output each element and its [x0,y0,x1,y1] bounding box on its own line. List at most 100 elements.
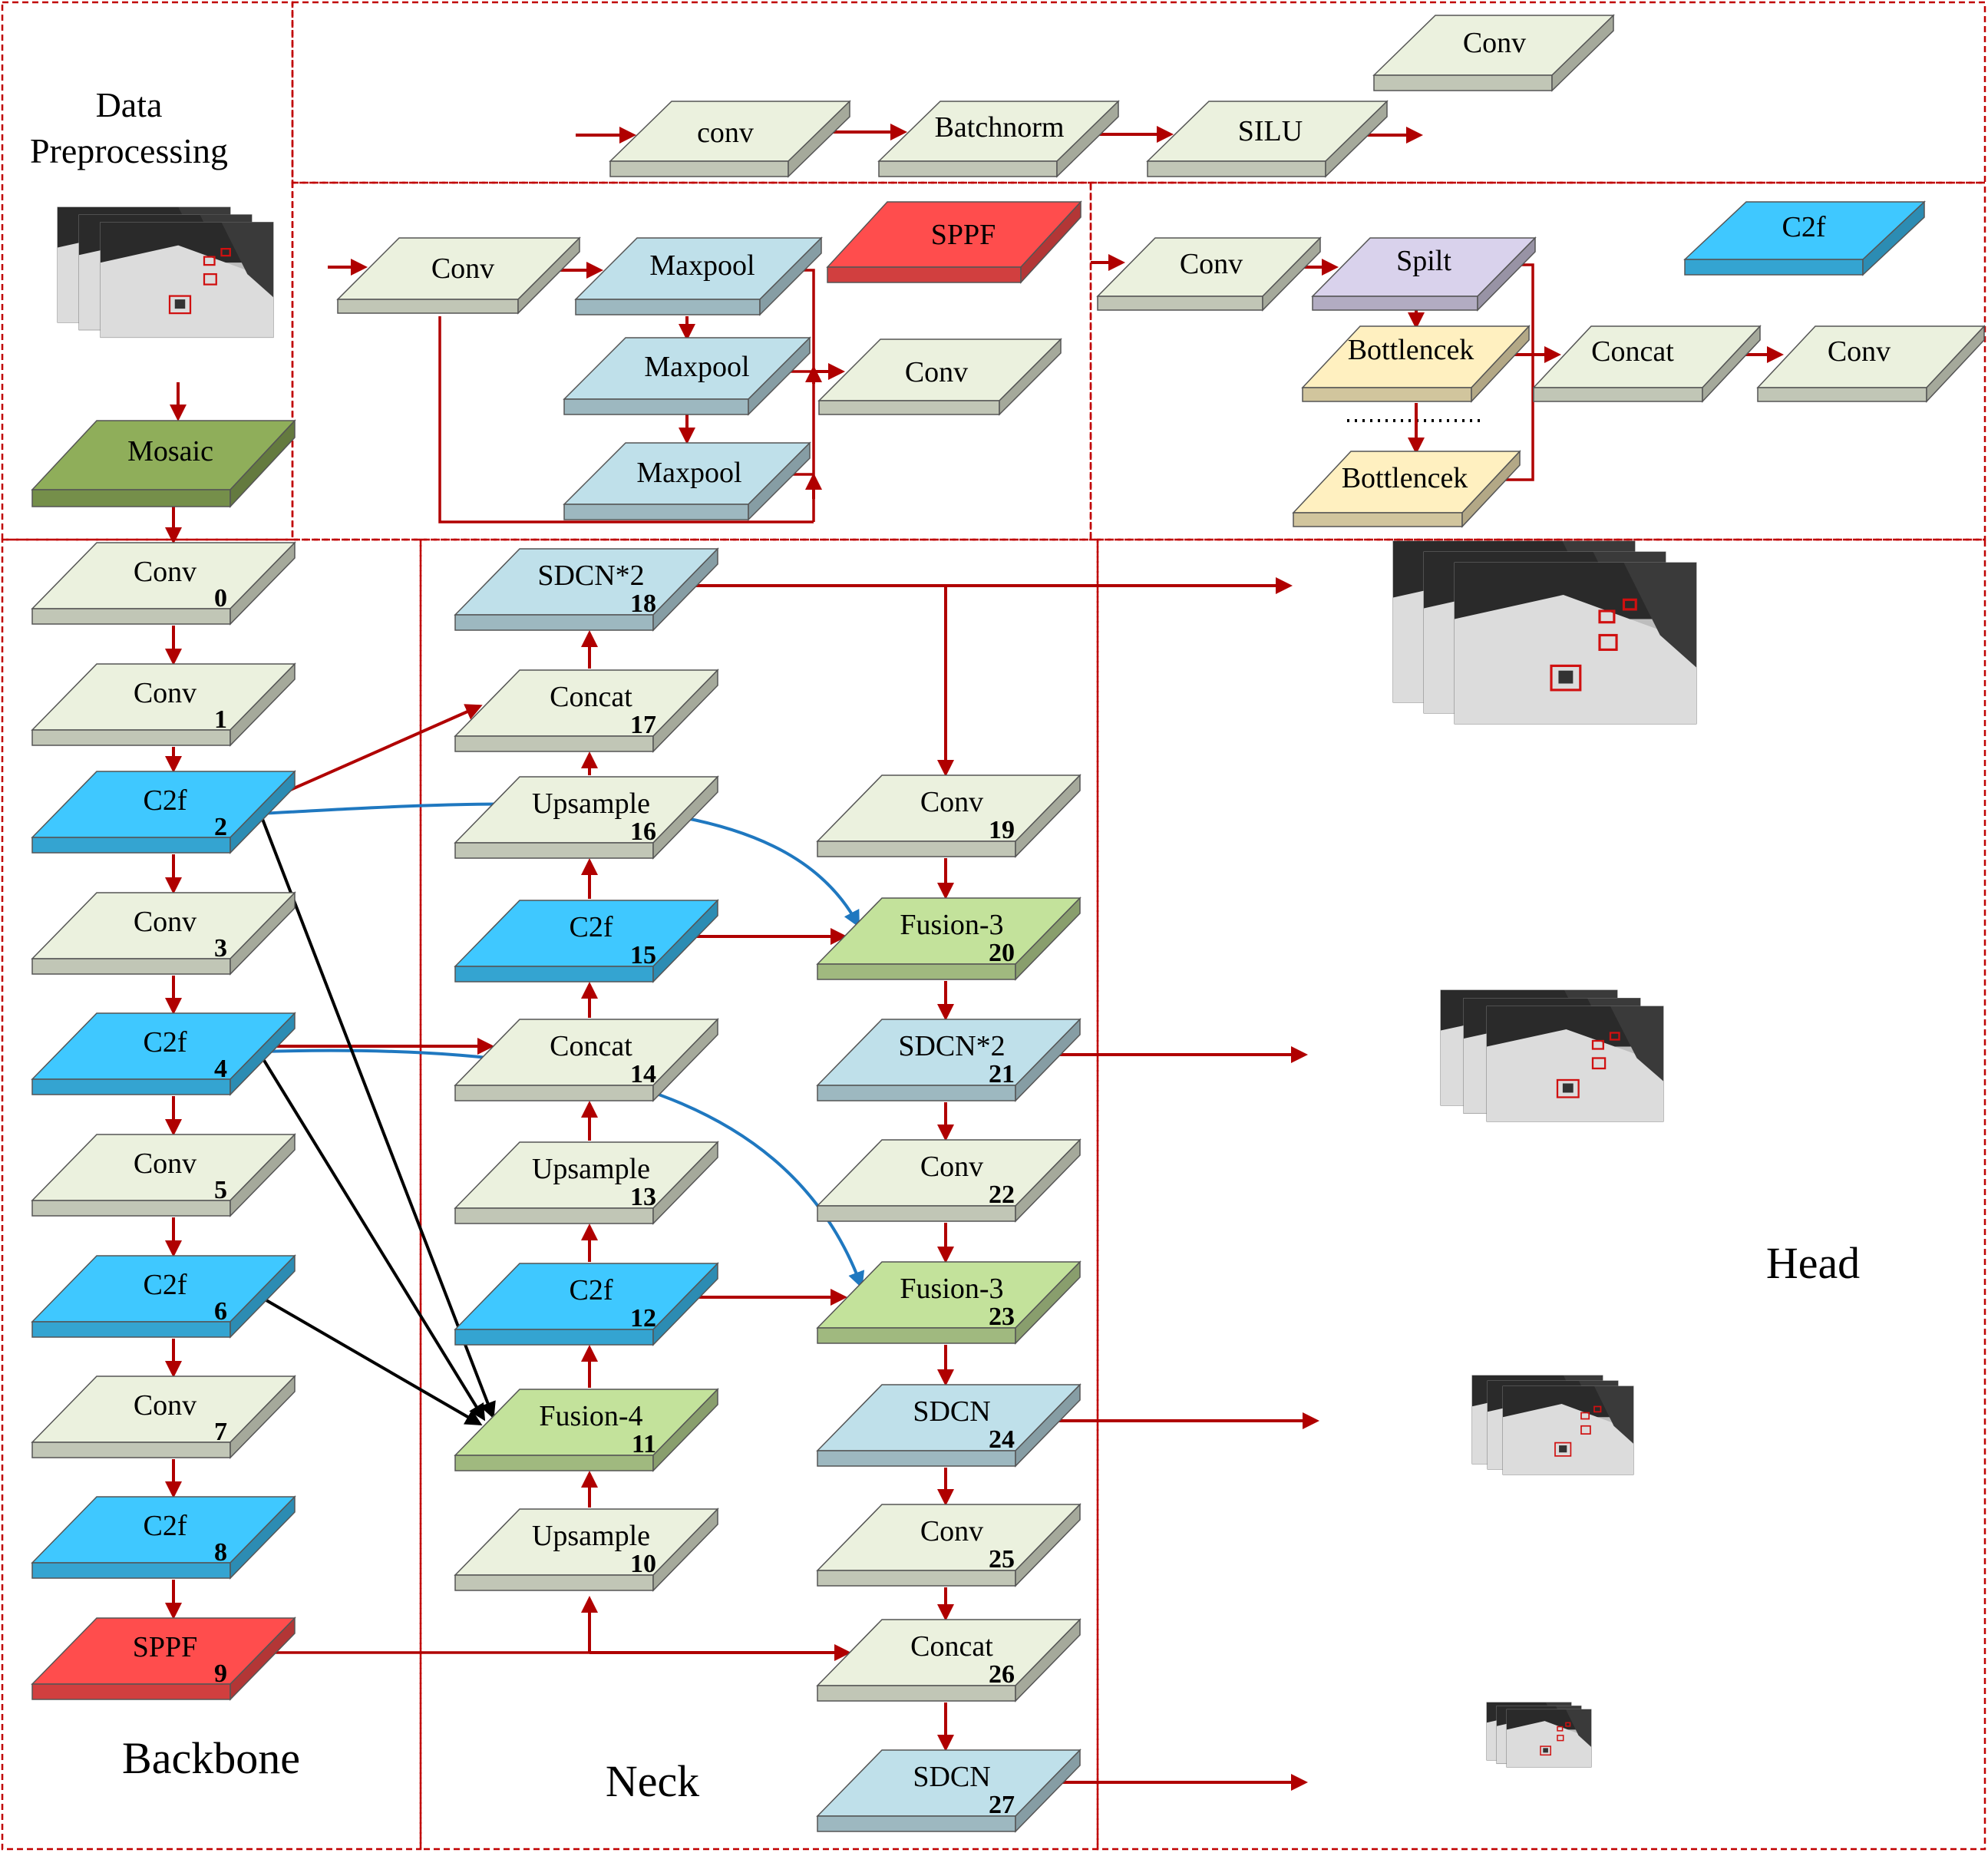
c2f-module-title-front [1684,259,1864,276]
backbone-layer-5-side [230,1133,296,1217]
backbone-layer-0-index: 0 [214,584,227,613]
neck-layer-20-label: Fusion-3 [900,909,1003,941]
neck-layer-22-index: 22 [989,1181,1015,1209]
neck-layer-17-side [652,669,718,753]
neck-layer-22-front [817,1205,1016,1222]
neck-layer-22-label: Conv [920,1151,983,1183]
conv-module-silu-label: SILU [1238,115,1303,147]
neck-layer-23-index: 23 [989,1303,1015,1331]
mosaic-block-side [230,419,296,508]
sppf-module-conv-out-label: Conv [905,356,968,388]
c2f-module-concat-label: Concat [1591,335,1674,368]
neck-layer-15-side [652,899,718,983]
backbone-layer-9-index: 9 [214,1660,227,1688]
neck-layer-25-label: Conv [920,1515,983,1547]
neck-layer-19-side [1015,774,1081,858]
neck-layer-25-front [817,1570,1016,1587]
frame-sppf-module [291,181,1092,541]
backbone-layer-4-label: C2f [144,1026,187,1058]
neck-layer-26-label: Concat [910,1630,993,1663]
label-backbone: Backbone [122,1733,300,1783]
neck-layer-14-side [652,1018,718,1102]
backbone-layer-9-label: SPPF [133,1631,198,1663]
neck-layer-15-front [454,966,654,982]
c2f-module-concat: Concat [1532,325,1762,403]
neck-layer-27-side [1015,1749,1081,1833]
neck-layer-14-label: Concat [550,1030,632,1062]
conv-module-conv-front [609,160,789,177]
sppf-module-conv-in-label: Conv [431,253,494,285]
neck-layer-13-front [454,1207,654,1224]
neck-layer-25-side [1015,1503,1081,1587]
conv-module-batchnorm-label: Batchnorm [935,111,1065,144]
neck-layer-14-index: 14 [630,1060,656,1088]
sppf-module-maxpool-2: Maxpool [563,336,811,416]
neck-layer-24-side [1015,1383,1081,1468]
frame-conv-module [291,1,1986,184]
arrow-black-c2f2-to-fusion11 [259,814,496,1419]
thumb-head-output-1-frame-2 [1454,562,1697,725]
neck-layer-10-side [652,1508,718,1592]
image-thumbnails [57,206,1697,1768]
conv-module-output-label: Conv [1463,27,1526,59]
neck-layer-11-side [652,1388,718,1472]
c2f-module-concat-side [1702,325,1761,403]
sppf-module-maxpool-3-side [748,441,811,521]
neck-layer-10-label: Upsample [532,1520,650,1552]
backbone-layer-6-label: C2f [144,1269,187,1301]
sppf-module-maxpool-1-side [759,236,822,316]
conv-module-output: Conv [1372,14,1615,92]
neck-layer-24-label: SDCN [913,1395,990,1428]
c2f-module-conv-out-front [1757,387,1927,402]
backbone-layer-8-front [31,1562,231,1579]
neck-layer-10-index: 10 [630,1550,656,1578]
neck-layer-18-index: 18 [630,589,656,618]
neck-layer-13-index: 13 [630,1183,656,1211]
neck-layer-16-index: 16 [630,817,656,846]
neck-layer-21: SDCN*221 [816,1018,1082,1102]
backbone-layer-0-front [31,608,231,625]
neck-layer-14-front [454,1085,654,1101]
conv-module-batchnorm-side [1056,100,1119,178]
frame-neck [419,538,1099,1851]
neck-layer-23-side [1015,1260,1081,1345]
sppf-module-maxpool-1-label: Maxpool [649,249,755,282]
backbone-layer-3-index: 3 [214,934,227,963]
frame-head [1096,538,1986,1851]
neck-layer-26-side [1015,1618,1081,1702]
neck-layer-18-label: SDCN*2 [537,560,644,592]
c2f-module-conv-in-side [1262,236,1321,312]
neck-layer-26-index: 26 [989,1660,1015,1689]
backbone-layer-6-front [31,1321,231,1338]
neck-layer-20-side [1015,897,1081,981]
c2f-module-conv-in: Conv [1096,236,1322,312]
neck-layer-19-index: 19 [989,816,1015,844]
c2f-module-title-side [1862,200,1925,276]
backbone-layer-1-side [230,662,296,747]
conv-module-batchnorm-front [878,160,1058,177]
sppf-module-title-label: SPPF [931,219,996,251]
conv-module-conv-label: conv [697,117,754,149]
sppf-module-conv-in: Conv [336,236,581,315]
backbone-layer-1-index: 1 [214,705,227,734]
c2f-module-conv-in-label: Conv [1180,248,1243,280]
thumb-head-output-1 [1392,540,1697,725]
conv-module-output-front [1373,74,1553,91]
c2f-module-conv-out-side [1926,325,1985,403]
c2f-module-bottleneck-1-label: Bottlencek [1348,334,1474,366]
conv-module-conv-side [788,100,850,178]
neck-layer-11-front [454,1455,654,1471]
neck-layer-22-side [1015,1138,1081,1223]
